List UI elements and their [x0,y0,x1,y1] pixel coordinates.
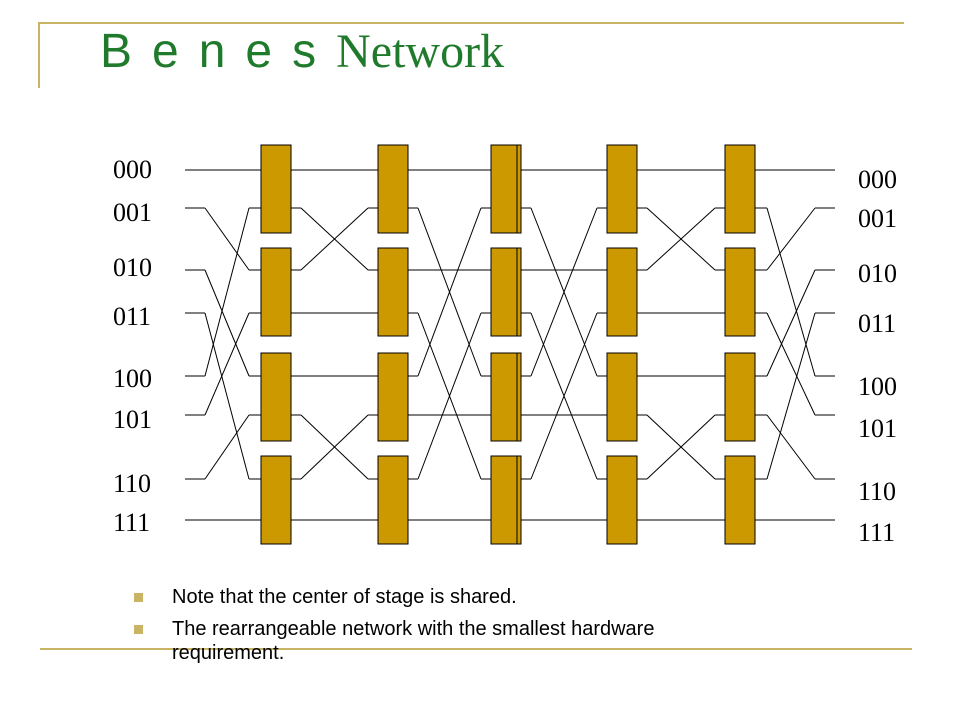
input-labels: 000 001 010 011 100 101 110 111 [113,155,152,537]
switch-box [260,247,292,337]
title-part-1: Benes [100,25,337,78]
bullet-item: Note that the center of stage is shared. [134,585,692,609]
switch-box [490,247,522,337]
wire [646,414,716,480]
input-label: 100 [113,364,152,393]
output-label: 110 [858,477,896,506]
output-label: 001 [858,204,897,233]
wire [204,312,250,416]
wire [417,312,482,480]
output-label: 011 [858,309,896,338]
switch-box [377,455,409,545]
top-rule [40,22,904,24]
switch-box [260,144,292,234]
bullet-text: Note that the center of stage is shared. [172,586,517,608]
wire [204,269,250,377]
wire [766,312,816,480]
input-label: 011 [113,302,151,331]
wire [530,312,598,480]
wire [204,207,250,271]
bullet-square-icon [134,625,143,634]
output-label: 010 [858,259,897,288]
switch-box [606,455,638,545]
switch-box [377,144,409,234]
wire [530,207,598,377]
switch-array [260,144,756,545]
wire [204,414,250,480]
left-rule [38,22,40,88]
wire [766,207,816,377]
switch-box [724,144,756,234]
output-label: 111 [858,518,895,547]
wire [204,207,250,377]
switch-box [377,352,409,442]
wire [417,207,482,377]
wire [646,207,716,271]
wire [766,414,816,480]
input-label: 001 [113,198,152,227]
output-label: 101 [858,414,897,443]
interconnect-wires [185,169,835,521]
switch-box [606,144,638,234]
bullet-list: Note that the center of stage is shared.… [134,585,692,673]
switch-box [724,247,756,337]
output-label: 100 [858,372,897,401]
title-part-2: Network [336,25,505,78]
input-label: 101 [113,405,152,434]
output-label: 000 [858,165,897,194]
input-label: 111 [113,508,150,537]
switch-box [260,455,292,545]
switch-box [377,247,409,337]
bullet-item: The rearrangeable network with the small… [134,617,692,665]
switch-box [490,352,522,442]
bullet-square-icon [134,593,143,602]
wire [766,269,816,377]
switch-box [724,455,756,545]
input-label: 000 [113,155,152,184]
wire [300,207,369,271]
wire [204,312,250,480]
switch-box [490,455,522,545]
switch-box [260,352,292,442]
switch-box [490,144,522,234]
output-labels: 000 001 010 011 100 101 110 111 [858,165,897,547]
bottom-rule [40,648,912,650]
switch-box [606,247,638,337]
slide-title: BenesNetwork [100,20,504,84]
switch-box [606,352,638,442]
switch-box [724,352,756,442]
wire [766,207,816,271]
wire [300,414,369,480]
input-label: 010 [113,253,152,282]
wire [766,312,816,416]
input-label: 110 [113,469,151,498]
bullet-text: The rearrangeable network with the small… [172,618,655,664]
